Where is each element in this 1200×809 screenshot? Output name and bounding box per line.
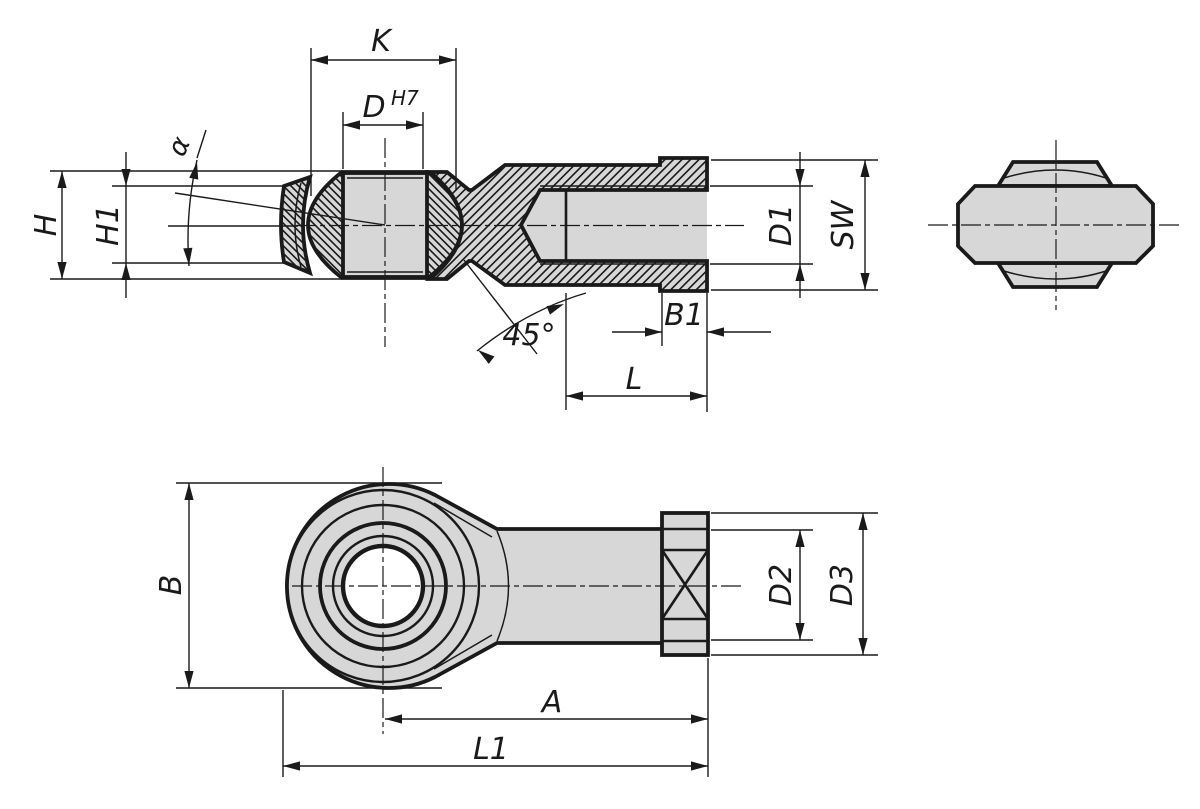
dimension-d2: D2 [711,529,813,641]
label-b1: B1 [664,298,704,333]
dimension-k: K [310,24,457,196]
label-l1: L1 [473,732,509,767]
label-alpha: α [161,132,197,161]
label-sw: SW [826,199,861,249]
lip-inner-arc [294,182,302,268]
dimension-h1: H1 [91,152,284,298]
dimension-chamfer-angle: 45° [463,259,587,364]
label-h1: H1 [91,204,126,246]
label-k: K [371,24,393,59]
dimension-b: B [154,482,442,689]
dimension-d: D H7 [342,86,424,169]
dimension-l: L [565,293,707,410]
label-d: D [362,90,385,125]
ball-protrusion-bottom [994,261,1116,289]
dimension-alpha: α [161,129,207,267]
ball-arc-top [1003,169,1107,179]
tilted-axis-line [174,192,386,226]
thread-hole [521,190,707,261]
dimension-b1: B1 [612,293,771,412]
rim-chamfer-top [433,502,493,538]
label-l: L [626,362,643,397]
label-d2: D2 [764,564,799,606]
dimension-d1: D1 [710,152,813,298]
label-h: H [29,214,64,237]
housing-shank-section [424,156,709,293]
dimension-sw: SW [711,159,878,291]
label-a: A [540,685,563,720]
label-d3: D3 [825,564,860,606]
label-chamfer-angle: 45° [502,318,555,353]
front-section-view [168,138,744,347]
bottom-view [285,467,744,734]
ball-protrusion-top [994,160,1116,188]
label-b: B [154,575,189,596]
label-d1: D1 [764,204,799,246]
dimension-d3: D3 [711,512,878,656]
end-cap-cross-2 [660,549,710,620]
label-d-tolerance: H7 [391,86,419,110]
end-view [928,140,1183,310]
dimension-l1: L1 [282,690,708,777]
dimension-a: A [385,658,709,777]
rim-chamfer-bottom [433,634,493,670]
